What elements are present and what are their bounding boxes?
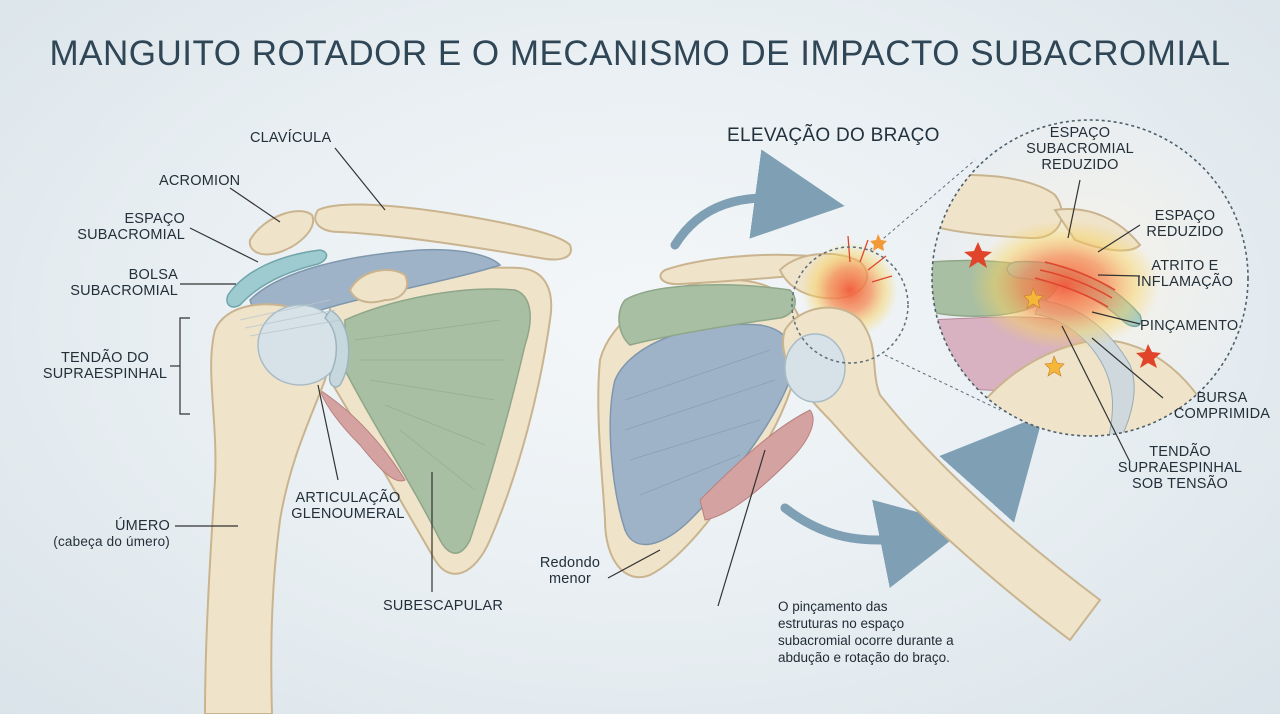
- left-clavicle: [314, 203, 572, 261]
- right-leader-lines: [607, 449, 766, 607]
- right-focus-circle: [791, 246, 909, 364]
- label-espaco-reduzido: ESPAÇO REDUZIDO: [1146, 208, 1224, 240]
- star-icon: [870, 234, 887, 251]
- left-coracoid: [348, 269, 408, 304]
- right-humerus: [782, 306, 1102, 642]
- left-glenoid: [324, 309, 350, 388]
- label-acromion: ACROMION: [159, 173, 241, 189]
- star-icon: [1136, 344, 1161, 368]
- label-elevacao-do-braco: ELEVAÇÃO DO BRAÇO: [727, 125, 940, 146]
- right-shoulder-group: [597, 149, 1102, 642]
- star-icon: [964, 242, 992, 268]
- label-atrito-inflamacao: ATRITO E INFLAMAÇÃO: [1136, 258, 1234, 290]
- right-red-muscle: [699, 409, 814, 521]
- label-clavicula: CLAVÍCULA: [250, 130, 332, 146]
- label-pincamento: PINÇAMENTO: [1140, 318, 1239, 334]
- zoom-leader-lines: [1061, 179, 1164, 463]
- right-humeral-head: [784, 333, 846, 403]
- label-subescapular: SUBESCAPULAR: [383, 598, 504, 614]
- elevation-arrow-right: [939, 414, 1044, 523]
- star-icon: [1044, 355, 1065, 377]
- left-acromion: [248, 210, 315, 256]
- right-spark-lines: [847, 235, 893, 283]
- page-title: MANGUITO ROTADOR E O MECANISMO DE IMPACT…: [49, 34, 1231, 73]
- elevation-arrow-top: [670, 149, 845, 250]
- elevation-arrow-bottom: [780, 499, 970, 588]
- star-icon: [1023, 287, 1044, 309]
- zoom-inset: [870, 119, 1249, 437]
- left-red-muscle: [319, 388, 406, 482]
- label-espaco-subacromial-reduzido: ESPAÇO SUBACROMIAL REDUZIDO: [1026, 125, 1134, 173]
- left-bursa: [226, 249, 328, 308]
- note-pincamento: O pinçamento das estruturas no espaço su…: [778, 599, 954, 665]
- right-green-muscle: [618, 284, 796, 346]
- left-subscapularis-muscle: [344, 288, 531, 554]
- left-shoulder-group: [203, 203, 572, 714]
- label-bursa-comprimida: BURSA COMPRIMIDA: [1173, 390, 1271, 422]
- label-umero: ÚMERO (cabeça do úmero): [53, 518, 170, 549]
- label-tendao-supraespinhal-sob-tensao: TENDÃO SUPRAESPINHAL SOB TENSÃO: [1117, 444, 1243, 492]
- left-leader-lines: [170, 147, 433, 592]
